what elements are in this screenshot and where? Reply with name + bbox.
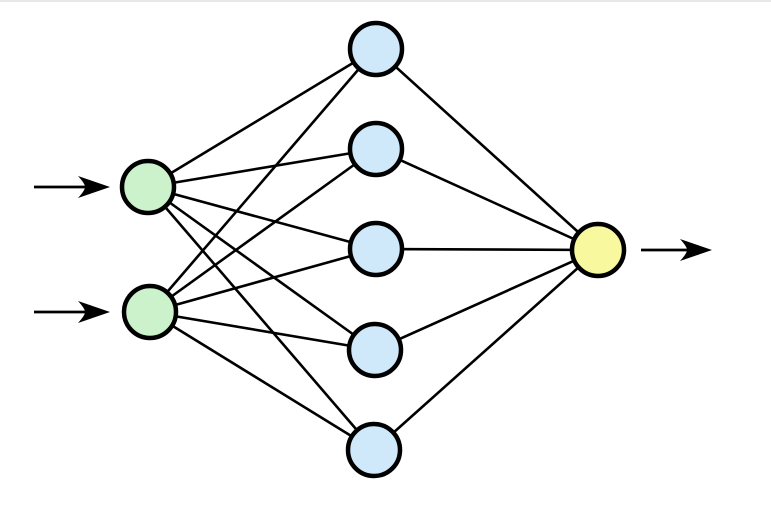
edge <box>147 186 375 451</box>
edge <box>374 248 599 352</box>
edge <box>147 47 377 189</box>
hidden-node <box>347 20 405 78</box>
edge <box>147 147 377 189</box>
edge <box>147 185 377 251</box>
hidden-node <box>346 321 404 379</box>
edge <box>149 247 377 314</box>
edge <box>149 310 376 352</box>
output-arrow-icon-head <box>680 239 712 261</box>
output-node <box>569 221 627 279</box>
edge <box>375 147 599 252</box>
edges-group <box>147 47 599 452</box>
hidden-node <box>347 220 405 278</box>
window-top-border <box>0 0 771 2</box>
edge <box>375 48 599 251</box>
edge <box>147 185 376 352</box>
edge <box>149 310 375 452</box>
edge <box>375 247 599 252</box>
nodes-group <box>119 20 627 479</box>
input-arrow-icon-head <box>78 301 110 323</box>
hidden-node <box>345 421 403 479</box>
hidden-node <box>347 120 405 178</box>
edge <box>149 147 377 314</box>
edge <box>149 48 377 313</box>
input-node <box>119 158 177 216</box>
edge <box>373 249 599 451</box>
input-node <box>121 283 179 341</box>
arrows-group <box>34 176 712 323</box>
input-arrow-icon-head <box>78 176 110 198</box>
